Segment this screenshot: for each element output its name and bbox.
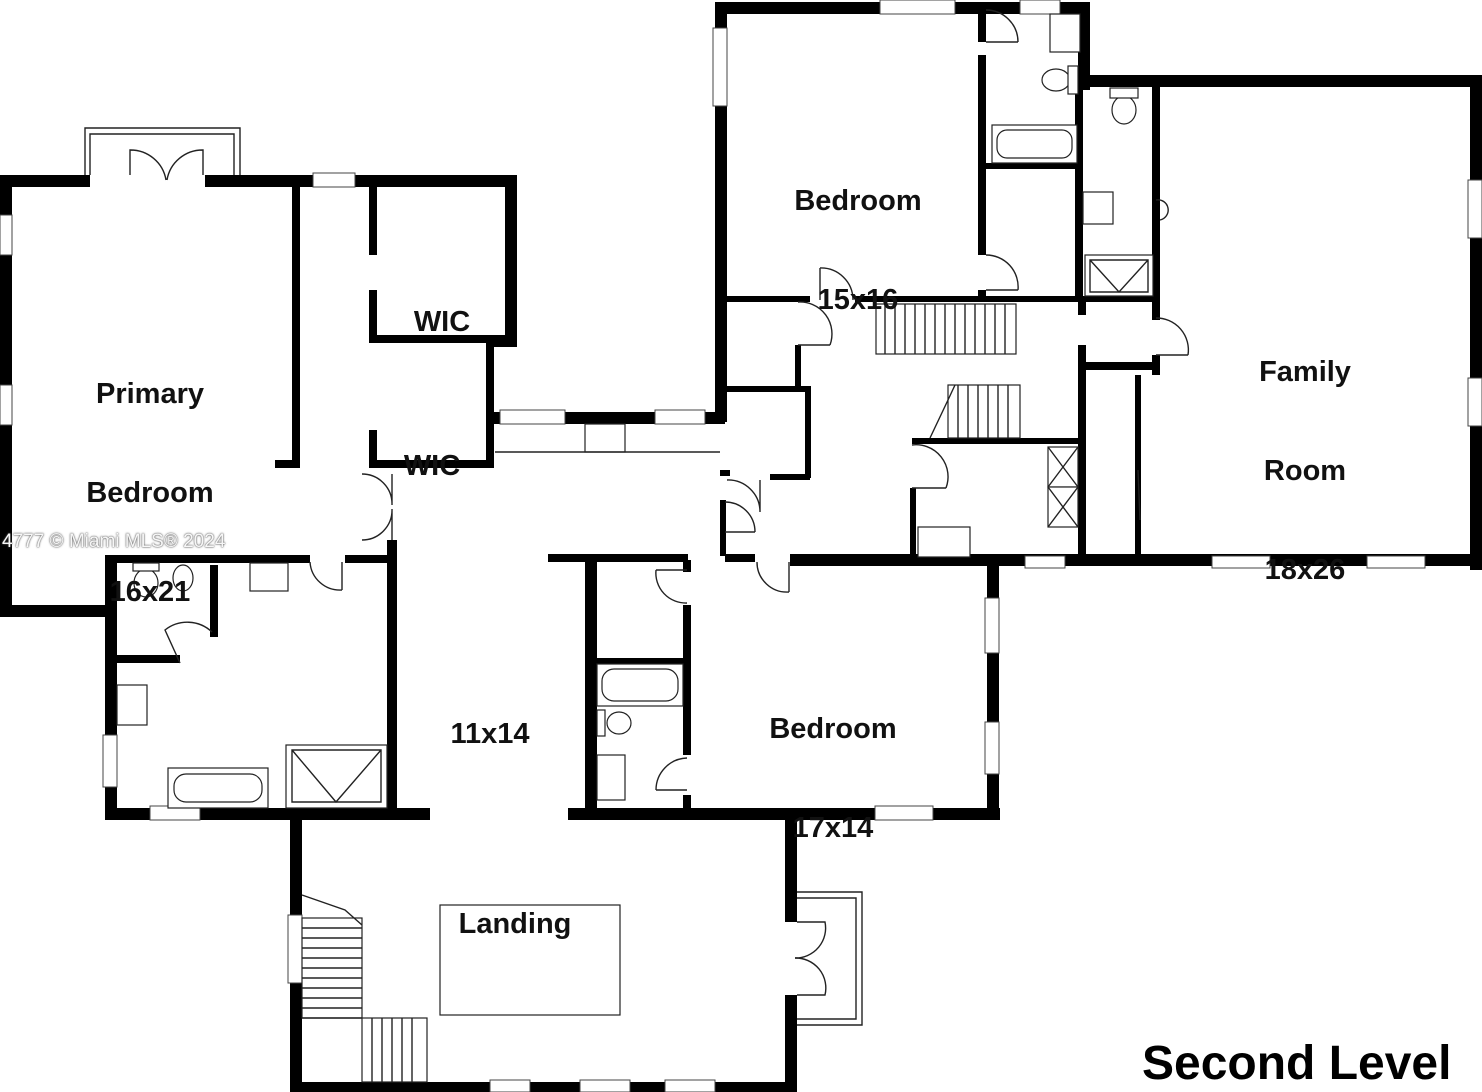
room-line: 11x14 — [450, 718, 530, 750]
room-label-wic-1: WIC — [392, 240, 492, 372]
room-line: Bedroom — [86, 477, 214, 509]
balconies — [84, 127, 863, 1026]
room-line: Bedroom — [769, 713, 897, 745]
bath-fixtures — [116, 13, 1154, 809]
open-to-below — [439, 904, 621, 1016]
room-line: Primary — [95, 378, 204, 410]
room-line: 15x16 — [817, 284, 899, 316]
watermark: 4777 © Miami MLS® 2024 — [2, 531, 226, 552]
room-label-wic-2: WIC — [382, 384, 482, 516]
room-line: Bedroom — [794, 185, 922, 217]
room-line: Room — [1263, 455, 1347, 487]
room-label-family-room: Family Room 18x26 — [1225, 290, 1385, 620]
room-line: Family — [1259, 356, 1351, 388]
room-label-hall: 11x14 — [425, 652, 555, 784]
plan-title: Second Level — [1142, 1037, 1452, 1090]
room-line: 18x26 — [1264, 554, 1346, 586]
room-line: WIC — [413, 306, 471, 338]
room-label-bedroom-2: Bedroom 17x14 — [743, 647, 923, 878]
room-label-bedroom-1: Bedroom 15x16 — [768, 119, 948, 350]
room-line: 17x14 — [792, 812, 874, 844]
room-line: WIC — [403, 450, 461, 482]
room-label-landing: Landing — [430, 842, 600, 974]
room-label-primary-bedroom: Primary Bedroom 16x21 — [70, 312, 230, 642]
room-line: Landing — [458, 908, 572, 940]
staircases — [301, 303, 1021, 1083]
room-line: 16x21 — [109, 576, 191, 608]
doors — [129, 9, 1190, 996]
